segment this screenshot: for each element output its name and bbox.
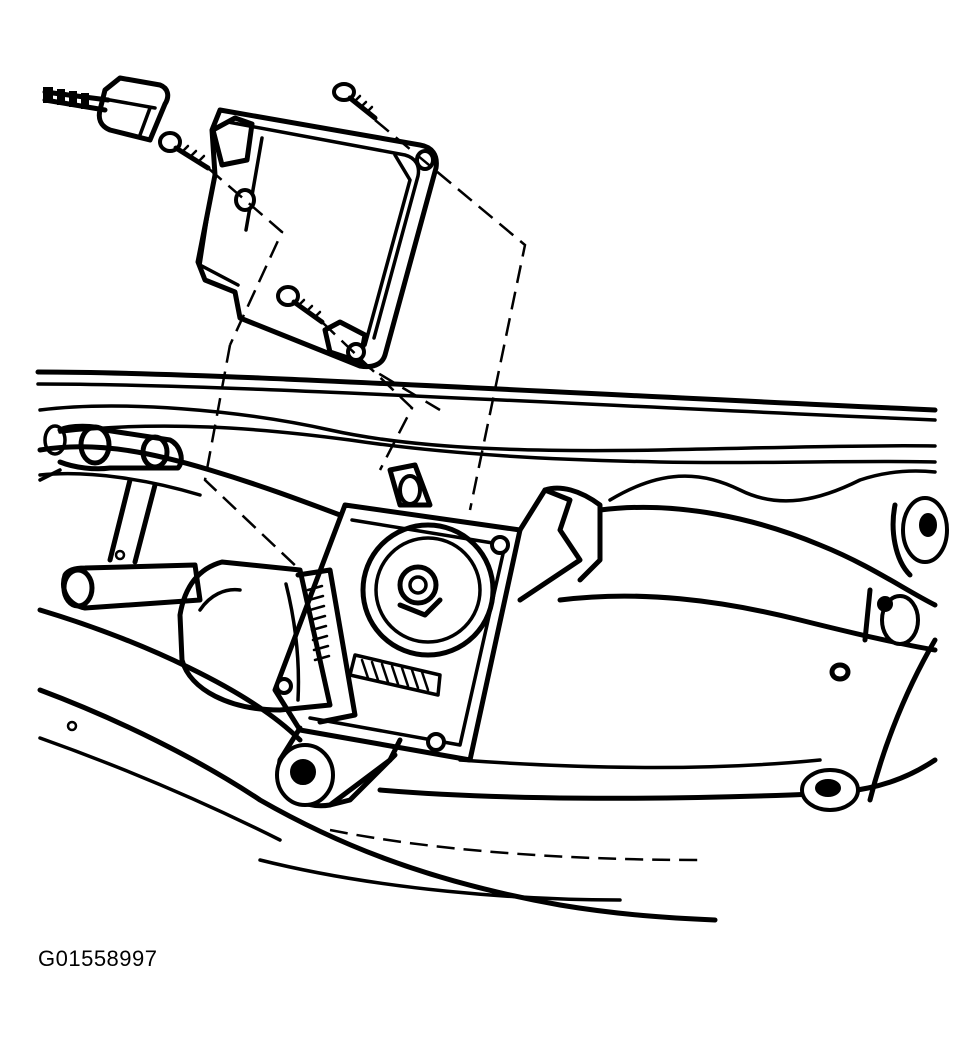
electrical-connector bbox=[42, 75, 171, 143]
wiper-linkage bbox=[37, 423, 949, 812]
figure-id-label: G01558997 bbox=[38, 946, 158, 971]
mounting-screws bbox=[158, 82, 378, 325]
cowl-panel bbox=[35, 369, 938, 923]
screw-left bbox=[158, 131, 211, 171]
exploded-view-leader-lines bbox=[203, 119, 527, 571]
screw-upper bbox=[332, 82, 378, 121]
wiper-motor bbox=[177, 462, 603, 809]
screw-lower bbox=[276, 285, 325, 325]
wiper-control-module bbox=[195, 107, 439, 370]
